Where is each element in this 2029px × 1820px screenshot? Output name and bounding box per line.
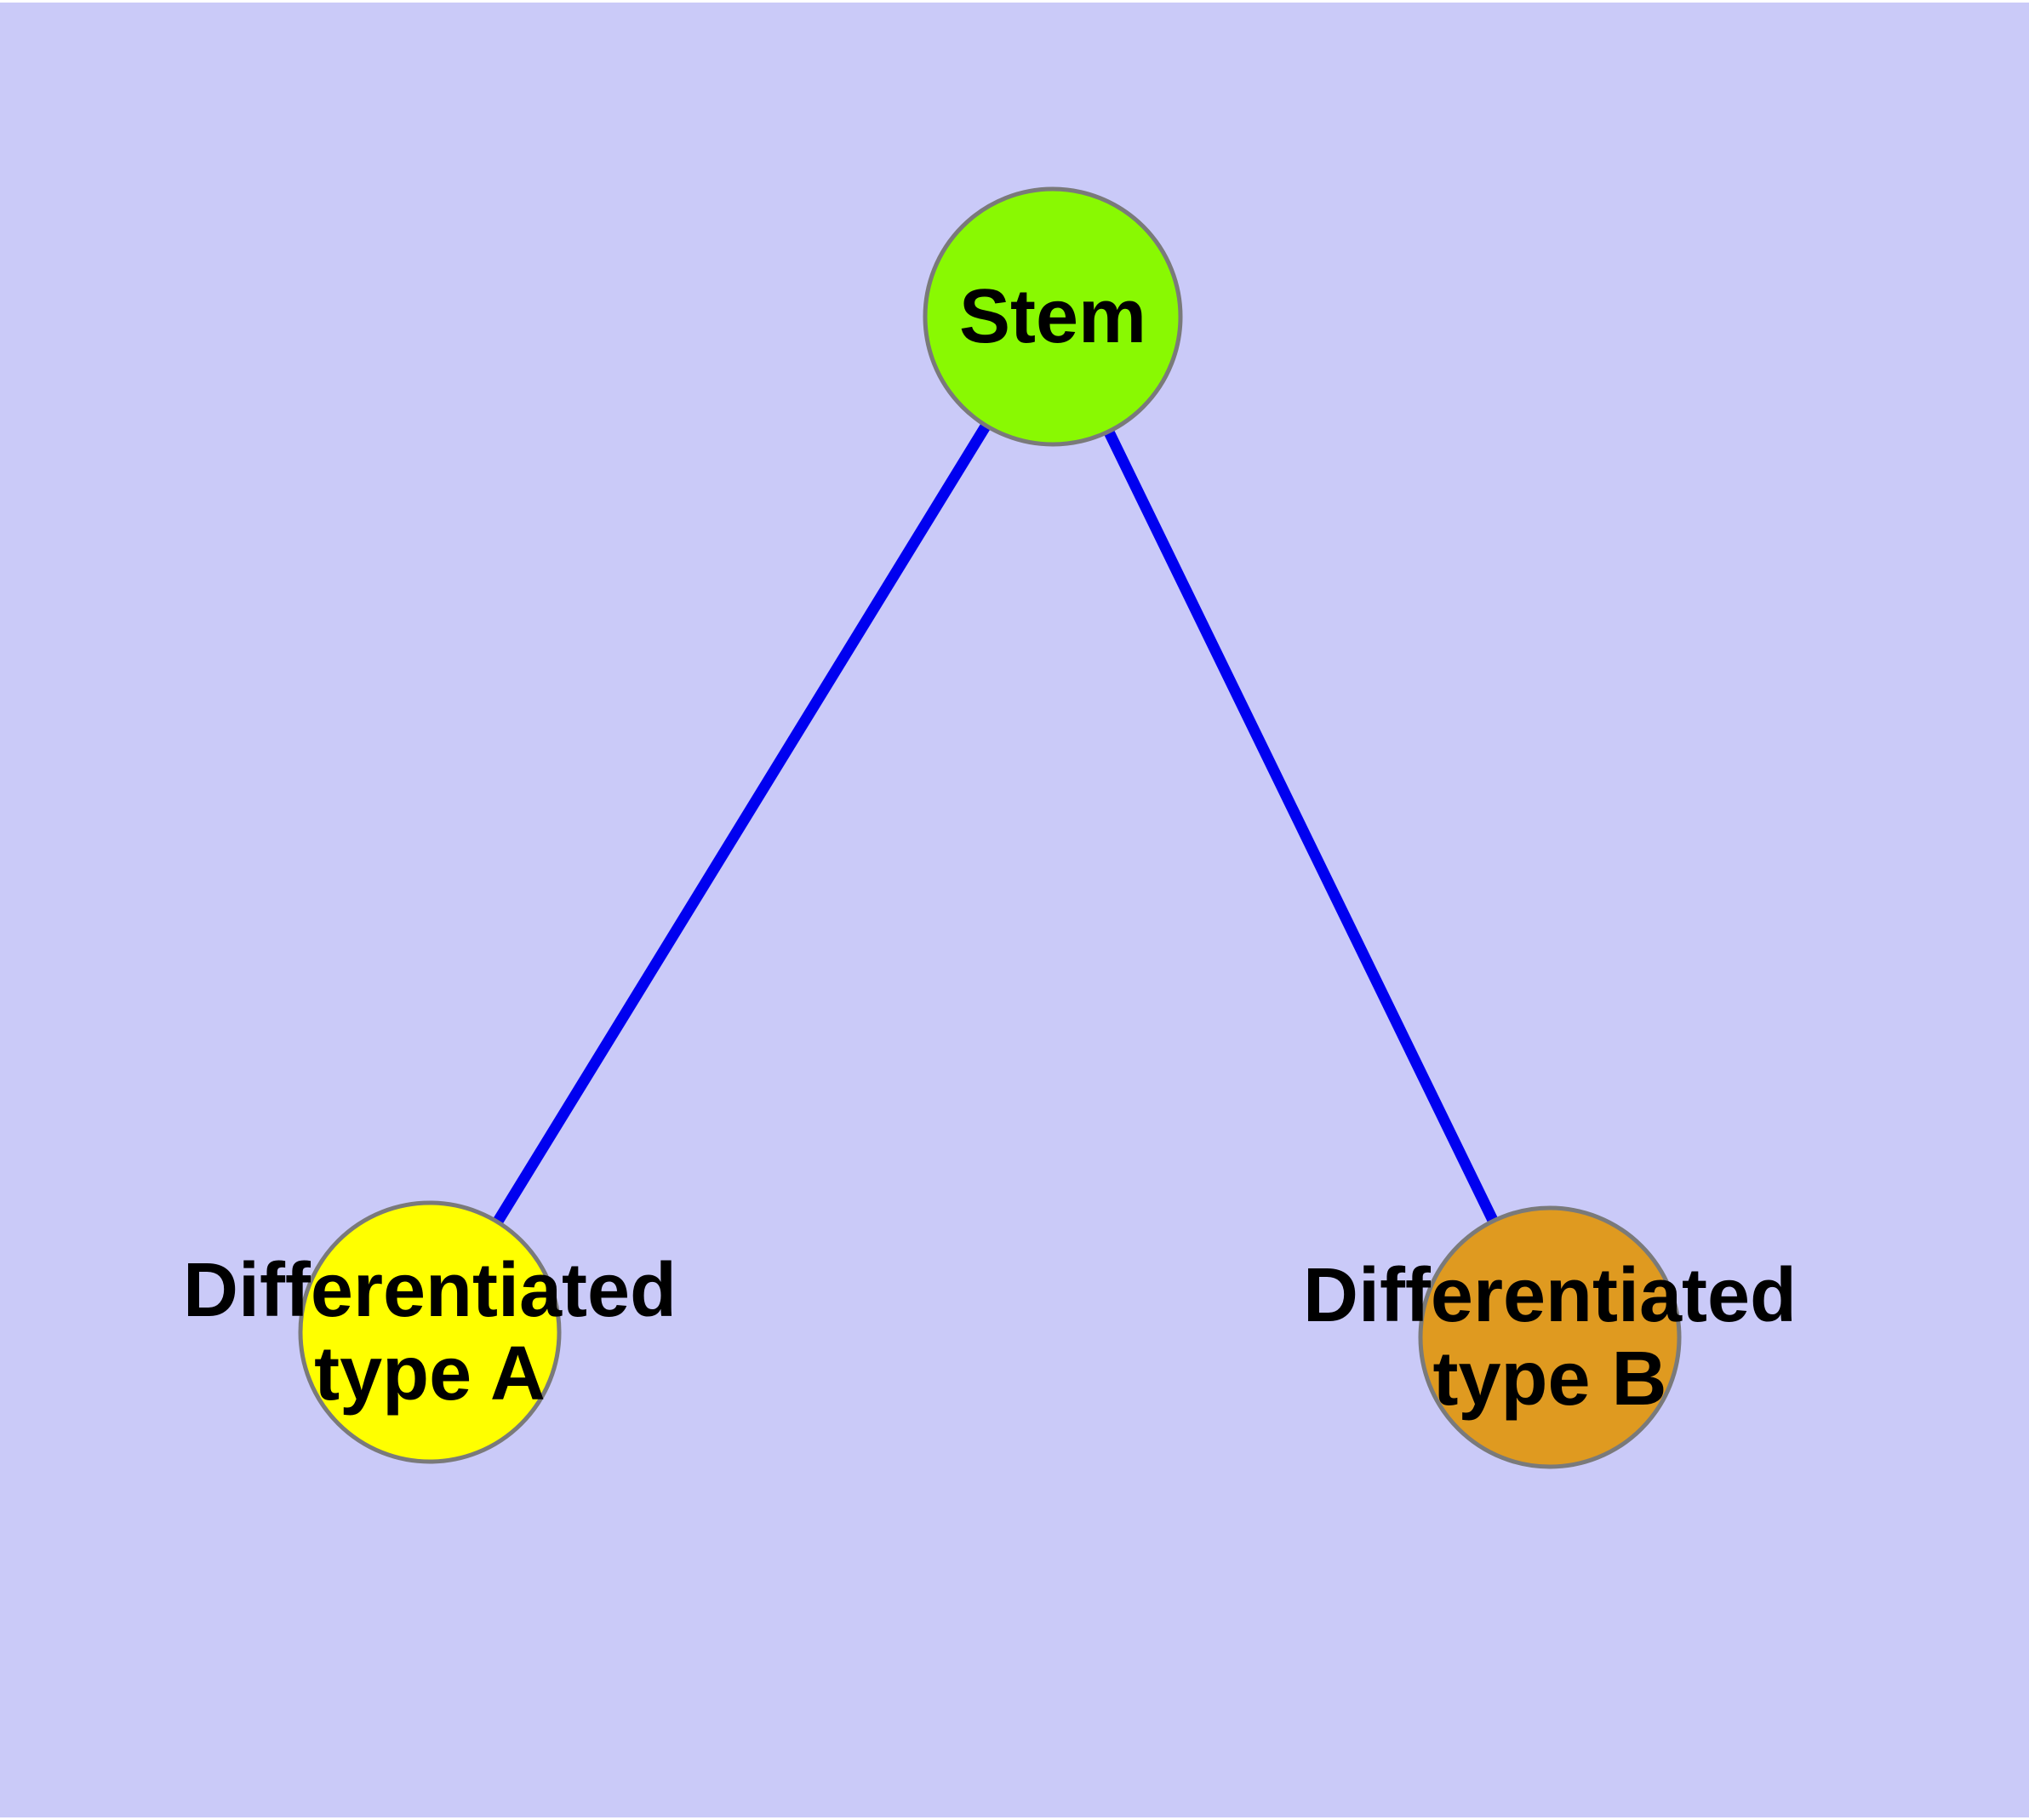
edge-stem-to-typeB [1048,314,1555,1340]
node-stem-label: Stem [959,274,1146,359]
node-typeA-circle [298,1200,562,1464]
edge-stem-to-typeA [425,313,1058,1336]
node-typeB-circle [1418,1205,1682,1469]
node-stem-circle [923,186,1183,447]
